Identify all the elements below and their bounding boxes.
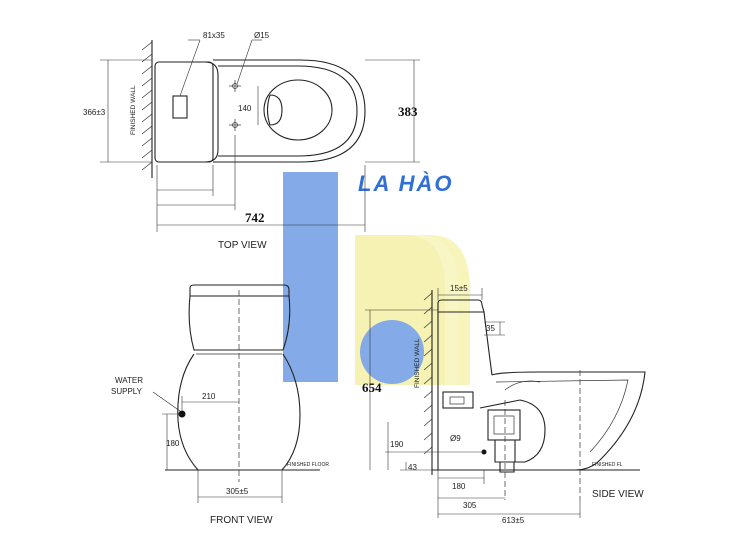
top-dim-dia: Ø15 <box>254 31 270 40</box>
top-dim-hole: 81x35 <box>203 31 225 40</box>
logo-blue-circle <box>360 320 424 384</box>
front-dim-base: 305±5 <box>226 487 249 496</box>
top-dim-spacing: 140 <box>238 104 252 113</box>
side-dim-180: 180 <box>452 482 466 491</box>
side-floor-label: FINISHED FL <box>592 462 623 468</box>
front-view: FINISHED FLOOR WATER SUPPLY 210 180 305±… <box>111 284 329 526</box>
side-view-title: SIDE VIEW <box>592 489 644 500</box>
top-dim-height: 366±3 <box>83 108 106 117</box>
side-dim-305: 305 <box>463 501 477 510</box>
top-view-title: TOP VIEW <box>218 240 267 251</box>
side-view: FINISHED WALL FINISHED FL <box>362 284 646 525</box>
side-dim-dia: Ø9 <box>450 434 461 443</box>
side-dim-613: 613±5 <box>502 516 525 525</box>
side-dim-outlet-h: 43 <box>408 463 417 472</box>
side-dim-lid: 35 <box>486 324 495 333</box>
logo-blue-bar <box>283 172 338 382</box>
front-supply-line2: SUPPLY <box>111 387 143 396</box>
top-view: FINISHED WALL 366±3 8 <box>83 31 420 251</box>
logo-text: LA HÀO <box>358 171 454 196</box>
side-dim-supply-h: 190 <box>390 440 404 449</box>
logo-watermark <box>283 172 470 385</box>
front-dim-height: 180 <box>166 439 180 448</box>
top-dim-depth: 383 <box>398 104 418 119</box>
front-floor-label: FINISHED FLOOR <box>287 462 329 468</box>
front-dim-offset: 210 <box>202 392 216 401</box>
side-wall-label: FINISHED WALL <box>414 338 421 388</box>
top-dim-length: 742 <box>245 210 265 225</box>
front-supply-line1: WATER <box>115 376 143 385</box>
top-wall-label: FINISHED WALL <box>130 85 137 135</box>
front-view-title: FRONT VIEW <box>210 515 273 526</box>
side-dim-height: 654 <box>362 380 382 395</box>
side-dim-top: 15±5 <box>450 284 468 293</box>
